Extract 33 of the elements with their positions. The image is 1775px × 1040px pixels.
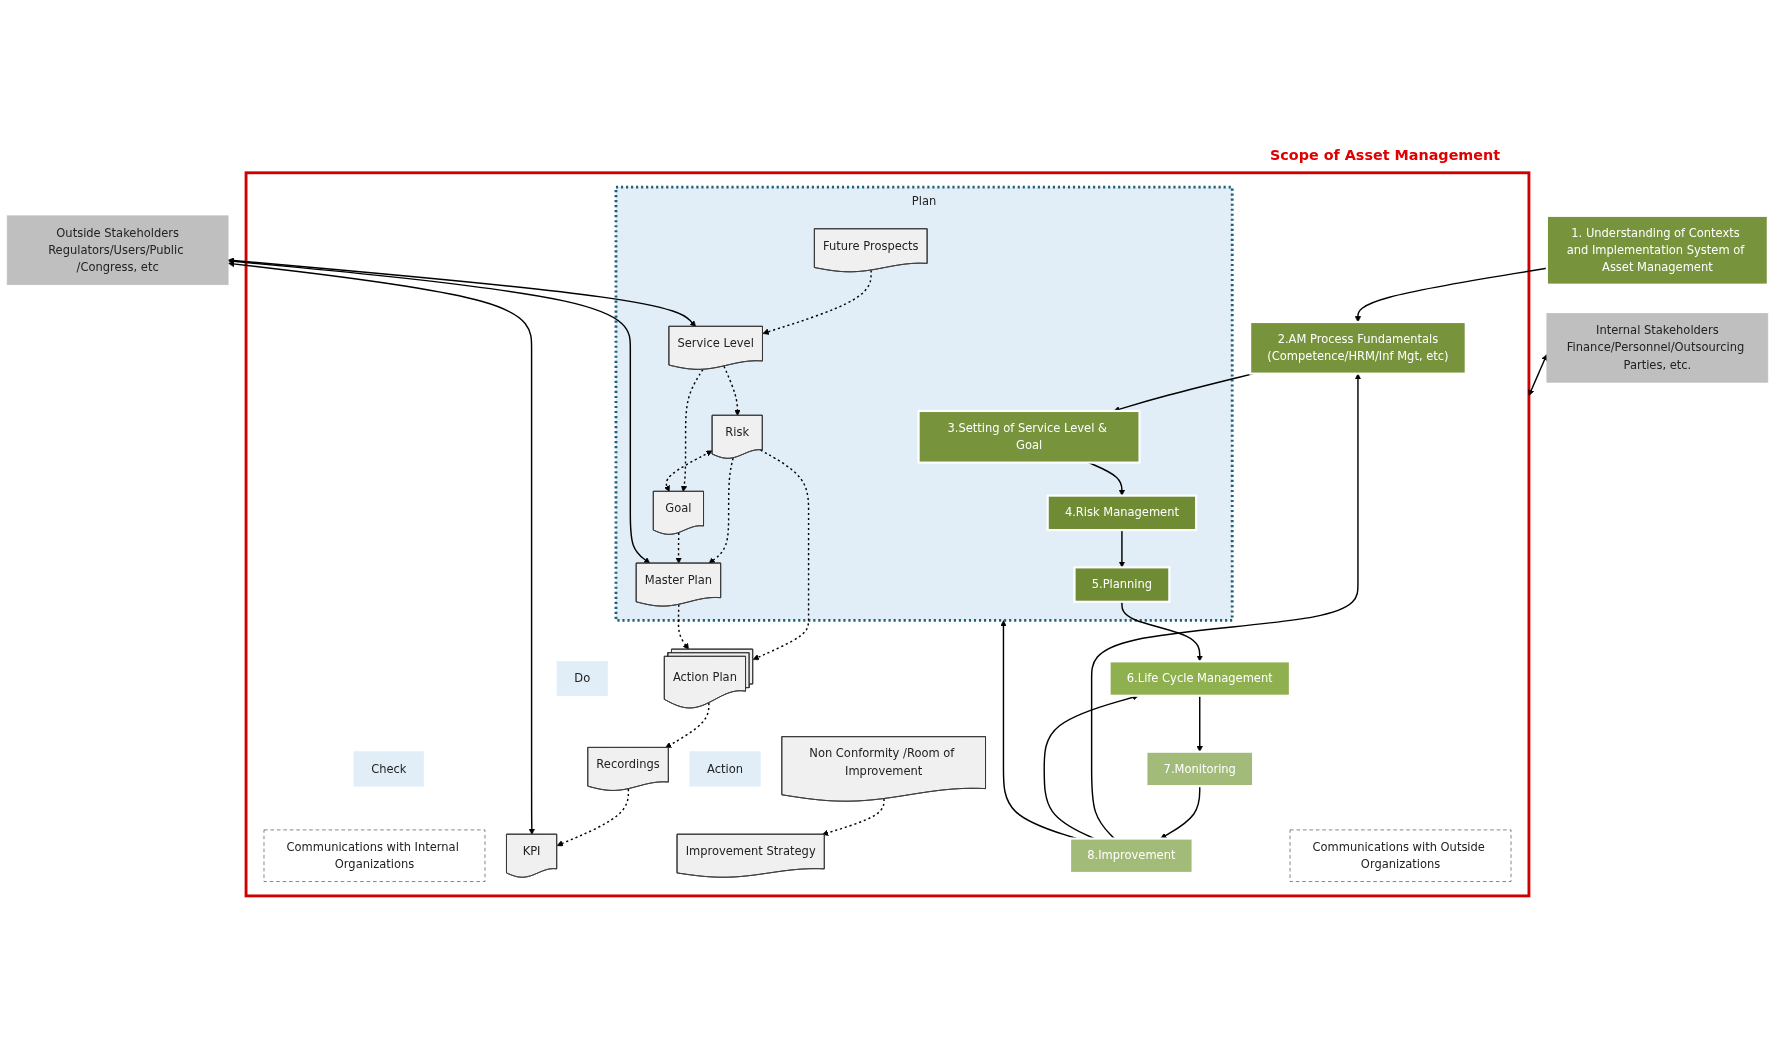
node-box: Internal Stakeholders Finance/Personnel/Outsourcing Parties, etc.: [1546, 313, 1769, 383]
arrow: [665, 702, 710, 749]
node-box: 5.Planning: [1073, 566, 1171, 603]
arrow: [680, 368, 704, 492]
arrow: [708, 457, 734, 564]
arrow: [228, 260, 535, 835]
arrow: [1196, 695, 1203, 752]
arrow: [822, 798, 885, 836]
node-box: Communications with Outside Organizations: [1289, 829, 1512, 882]
arrow: [675, 532, 682, 564]
arrow: [556, 788, 630, 847]
node-box: 3.Setting of Service Level & Goal: [917, 409, 1141, 464]
node-box: Communications with Internal Organizations: [263, 829, 486, 882]
node-box: 1. Understanding of Contexts and Implementation System of Asset Management: [1545, 214, 1769, 286]
arrow: [752, 449, 810, 661]
arrow: [677, 603, 689, 650]
node-box: Check: [353, 751, 425, 787]
node-box: Do: [556, 660, 608, 697]
node-box: 8.Improvement: [1068, 837, 1194, 875]
arrow: [1528, 354, 1548, 396]
arrow: [664, 450, 713, 492]
node-box: Action: [689, 751, 761, 787]
node-box: 2.AM Process Fundamentals (Competence/HRM/Inf Mgt, etc): [1249, 320, 1467, 375]
node-box: 4.Risk Management: [1046, 494, 1198, 532]
arrow: [1121, 601, 1203, 662]
arrow: [723, 365, 741, 416]
arrow: [762, 269, 872, 335]
node-box: 6.Life Cycle Management: [1108, 660, 1291, 697]
arrow: [228, 258, 651, 564]
node-label: Scope of Asset Management: [1269, 146, 1501, 164]
node-box: Outside Stakeholders Regulators/Users/Public /Congress, etc: [6, 215, 229, 286]
node-box: 7.Monitoring: [1145, 750, 1255, 788]
cluster: [244, 171, 1531, 898]
